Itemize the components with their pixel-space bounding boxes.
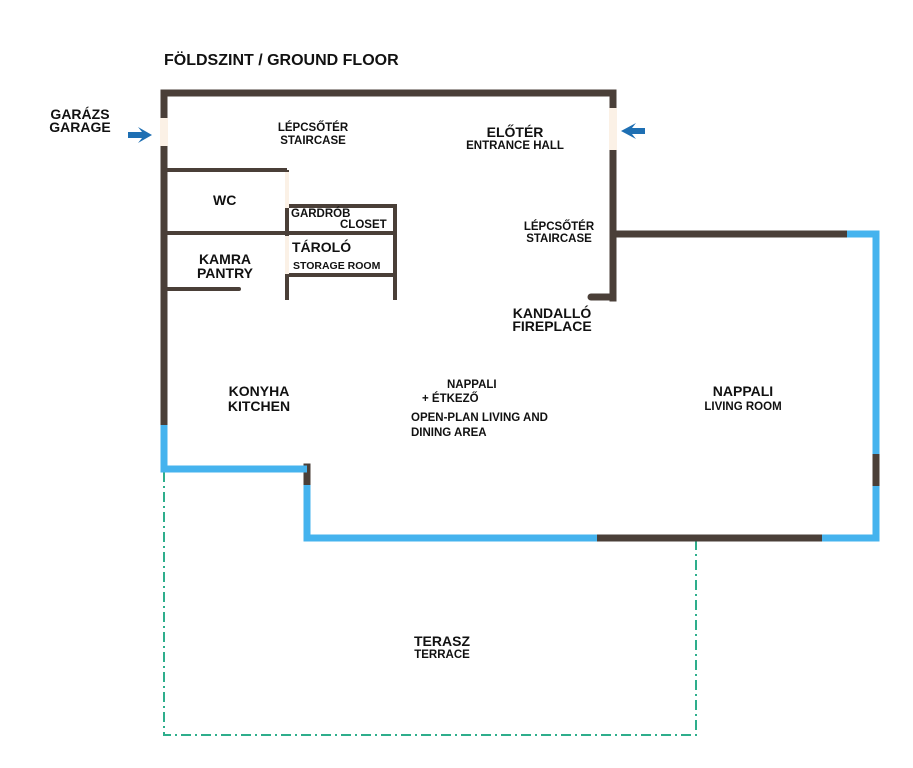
room-en: KITCHEN [227, 398, 291, 414]
room-hu: ELŐTÉR [486, 124, 544, 140]
staircase-label: LÉPCSŐTÉR STAIRCASE [278, 122, 348, 148]
room-hu: KONYHA [228, 383, 290, 399]
room-en: TERRACE [414, 649, 470, 661]
room-hu-2: + ÉTKEZŐ [422, 393, 479, 405]
room-en: FIREPLACE [512, 318, 592, 334]
room-hu: NAPPALI [447, 379, 497, 391]
room-en: STAIRCASE [280, 135, 346, 147]
room-en: STAIRCASE [526, 233, 592, 245]
arrow-right-icon [128, 127, 152, 143]
living-room-label: NAPPALI LIVING ROOM [704, 384, 781, 414]
room-en: OPEN-PLAN LIVING AND [411, 412, 548, 424]
room-hu: LÉPCSŐTÉR [277, 122, 349, 134]
room-hu: KANDALLÓ [512, 305, 592, 321]
staircase2-label: LÉPCSŐTÉR STAIRCASE [524, 221, 594, 245]
interior-walls [165, 168, 397, 300]
garage-en: GARAGE [49, 119, 111, 135]
room-hu: TERASZ [414, 633, 470, 649]
room-en: PANTRY [197, 265, 253, 281]
windows [160, 230, 880, 542]
room-en: ENTRANCE HALL [466, 140, 564, 152]
closet-hu: GARDRÓB [291, 208, 351, 220]
garage-label: GARÁZS GARAGE [49, 106, 111, 135]
terrace-outline [163, 472, 697, 736]
storage-hu: TÁROLÓ [292, 239, 352, 255]
closet-en: CLOSET [340, 219, 387, 231]
room-en: LIVING ROOM [704, 401, 782, 413]
open-plan-label: NAPPALI + ÉTKEZŐ OPEN-PLAN LIVING AND DI… [411, 378, 548, 441]
fireplace-label: KANDALLÓ FIREPLACE [512, 305, 592, 334]
room-hu: KAMRA [198, 251, 252, 267]
pantry-label: KAMRA PANTRY [197, 252, 253, 280]
wc-label: WC [213, 192, 237, 208]
page-title: FÖLDSZINT / GROUND FLOOR [164, 52, 399, 69]
terrace-label: TERASZ TERRACE [414, 634, 470, 662]
storage-en: STORAGE ROOM [293, 260, 381, 272]
room-en-2: DINING AREA [411, 427, 487, 439]
kitchen-label: KONYHA KITCHEN [228, 384, 290, 414]
doors [160, 108, 617, 274]
garage-hu: GARÁZS [50, 106, 110, 122]
arrow-left-icon [621, 123, 645, 139]
room-hu: LÉPCSŐTÉR [523, 221, 595, 233]
room-hu: NAPPALI [712, 383, 774, 399]
entrance-hall-label: ELŐTÉR ENTRANCE HALL [466, 125, 564, 153]
entry-arrows [128, 123, 645, 143]
